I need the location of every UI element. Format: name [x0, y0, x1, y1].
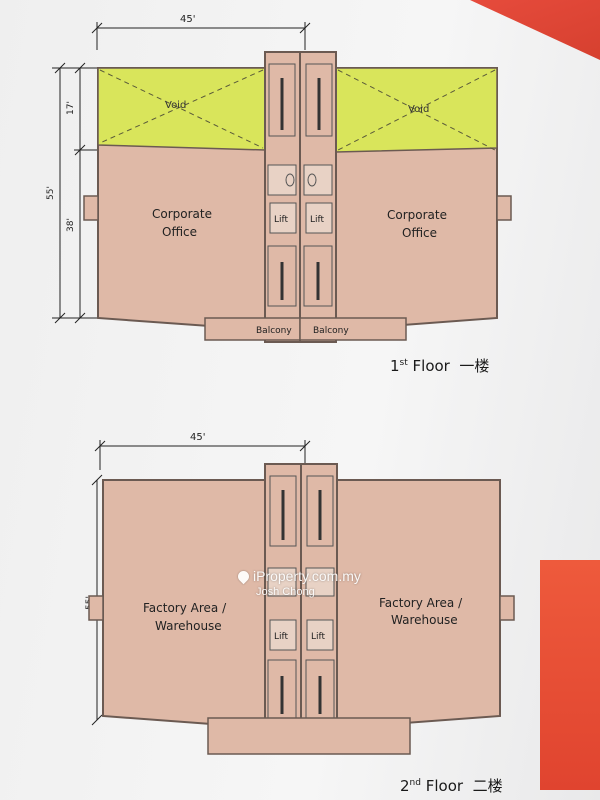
right-lift-label: Lift — [310, 215, 325, 225]
watermark-brand: iProperty.com.my — [253, 568, 361, 584]
left-void-label: Void — [165, 100, 186, 111]
bottom-loading-bay — [207, 717, 411, 755]
lower-staircases — [267, 245, 333, 307]
first-floor-label: 1st Floor 一楼 — [390, 355, 489, 376]
floor-name: Floor 一楼 — [407, 357, 490, 375]
watermark-agent: Josh Chong — [256, 586, 315, 598]
left-area-label-line1: Factory Area / — [143, 601, 227, 615]
right-void-cross — [337, 69, 496, 151]
second-floor-plan: 45' 55' Lift Lift — [85, 432, 515, 755]
first-floor-plan: 45' 55' 17' 38' Void — [46, 14, 512, 343]
right-side-bay — [496, 195, 512, 221]
left-lift-box — [269, 619, 297, 651]
second-floor-label: 2nd Floor 二楼 — [400, 775, 503, 796]
red-side-band-decoration — [540, 560, 600, 790]
width-dimension-label: 45' — [180, 14, 195, 25]
watermark: iProperty.com.my Josh Chong — [235, 568, 378, 598]
floor-number: 1 — [390, 357, 400, 375]
office-height-label: 38' — [66, 218, 76, 232]
right-balcony — [299, 317, 407, 341]
floor-ordinal: st — [399, 358, 408, 368]
right-lift-box — [305, 202, 333, 234]
left-area-label-line2: Warehouse — [155, 619, 222, 633]
left-office-label-line2: Office — [162, 225, 197, 239]
left-side-bay — [83, 195, 99, 221]
right-balcony-label: Balcony — [313, 326, 349, 336]
right-area-label-line2: Warehouse — [391, 613, 458, 627]
right-area-label-line1: Factory Area / — [379, 596, 463, 610]
floor-number: 2 — [400, 777, 410, 795]
right-side-bay — [499, 595, 515, 621]
left-office-label-line1: Corporate — [152, 207, 212, 221]
toilet-blocks — [267, 567, 335, 597]
floor-ordinal: nd — [409, 778, 421, 788]
left-balcony-label: Balcony — [256, 326, 292, 336]
width-dimension — [91, 22, 311, 50]
total-height-label: 55' — [46, 186, 56, 200]
left-lift-box — [269, 202, 297, 234]
toilet-blocks — [267, 164, 333, 196]
upper-staircases — [269, 475, 334, 547]
location-pin-icon — [235, 568, 252, 584]
width-dimension-label: 45' — [190, 432, 205, 443]
void-height-label: 17' — [66, 101, 76, 115]
width-dimension — [94, 440, 311, 470]
left-side-bay — [88, 595, 104, 621]
right-office-label-line1: Corporate — [387, 208, 447, 222]
upper-staircases — [268, 63, 333, 137]
height-dimensions — [52, 62, 100, 324]
floor-name: Floor 二楼 — [420, 777, 503, 795]
right-lift-box — [306, 619, 334, 651]
left-lift-label: Lift — [274, 632, 289, 642]
right-lift-label: Lift — [311, 632, 326, 642]
right-void-label: Void — [408, 104, 429, 115]
left-void-cross — [99, 69, 264, 149]
right-office-label-line2: Office — [402, 226, 437, 240]
left-lift-label: Lift — [274, 215, 289, 225]
